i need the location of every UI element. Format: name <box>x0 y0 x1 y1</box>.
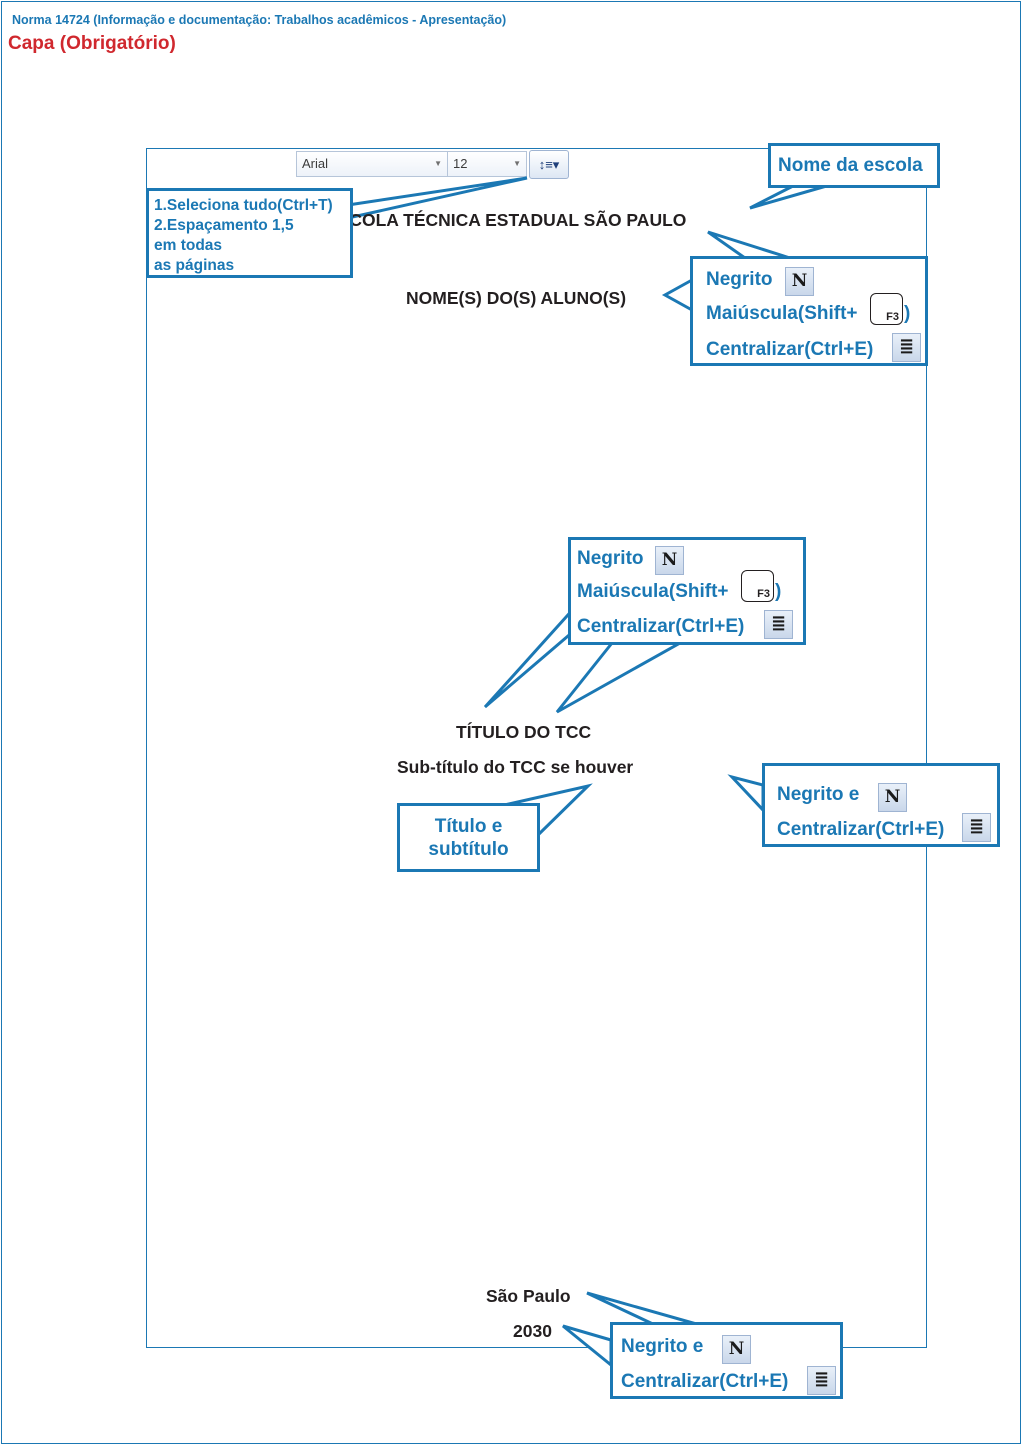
callout-titulo-maiuscula: Maiúscula(Shift+ <box>577 581 729 602</box>
font-select-value: Arial <box>302 156 329 171</box>
callout-alunos-maiuscula: Maiúscula(Shift+ <box>706 303 858 324</box>
callout-nome-escola-label: Nome da escola <box>778 155 923 176</box>
callout-subtitulo: Negrito e N Centralizar(Ctrl+E) ≣ <box>762 763 1000 847</box>
ano-text: 2030 <box>513 1321 552 1341</box>
titulo-text: TÍTULO DO TCC <box>456 722 592 742</box>
callout-selecao-line-3: em todas <box>154 237 223 254</box>
alunos-text: NOME(S) DO(S) ALUNO(S) <box>406 288 627 308</box>
font-size-value: 12 <box>453 156 468 171</box>
f3-key-label: F3 <box>886 311 899 323</box>
callout-alunos-negrito: Negrito <box>706 269 773 290</box>
pointer-subtitulo <box>727 774 765 814</box>
callout-selecao-line-2: 2.Espaçamento 1,5 <box>154 217 294 234</box>
callout-titulo-subtitulo: Título e subtítulo <box>397 803 540 872</box>
callout-alunos: Negrito N Maiúscula(Shift+ F3 ) Centrali… <box>690 256 928 366</box>
bold-icon: N <box>655 546 684 575</box>
callout-cidade-ano-negrito: Negrito e <box>621 1336 704 1357</box>
align-center-icon: ≣ <box>892 333 921 362</box>
document-page <box>146 148 927 1348</box>
callout-subtitulo-negrito: Negrito e <box>777 784 860 805</box>
pointer-alunos-escola <box>707 230 791 260</box>
norma-header: Norma 14724 (Informação e documentação: … <box>12 13 507 27</box>
align-center-icon: ≣ <box>807 1366 836 1395</box>
font-select[interactable]: Arial ▼ <box>296 151 448 177</box>
section-title: Capa (Obrigatório) <box>8 33 176 54</box>
align-center-icon: ≣ <box>962 813 991 842</box>
bold-icon: N <box>722 1335 751 1364</box>
callout-selecao-line-1: 1.Seleciona tudo(Ctrl+T) <box>154 197 333 214</box>
pointer-cidade <box>586 1291 701 1327</box>
f3-key-icon: F3 <box>741 570 774 602</box>
callout-titulo-subtitulo-line-2: subtítulo <box>428 839 509 860</box>
cidade-text: São Paulo <box>486 1286 571 1306</box>
callout-titulo: Negrito N Maiúscula(Shift+ F3 ) Centrali… <box>568 537 806 645</box>
chevron-down-icon: ▼ <box>513 159 521 168</box>
callout-selecao-line-4: as páginas <box>154 257 235 274</box>
font-size-select[interactable]: 12 ▼ <box>447 151 527 177</box>
pointer-ano <box>562 1324 613 1369</box>
callout-titulo-subtitulo-line-1: Título e <box>434 816 503 837</box>
callout-selecao: 1.Seleciona tudo(Ctrl+T) 2.Espaçamento 1… <box>146 188 353 278</box>
callout-titulo-close: ) <box>775 581 782 602</box>
callout-cidade-ano-centralizar: Centralizar(Ctrl+E) <box>621 1371 789 1392</box>
line-spacing-icon: ↕≡▾ <box>538 157 560 172</box>
pointer-nome-escola <box>749 183 831 210</box>
bold-icon: N <box>785 267 814 296</box>
pointer-titulo-2 <box>555 641 686 714</box>
callout-subtitulo-centralizar: Centralizar(Ctrl+E) <box>777 819 945 840</box>
f3-key-label: F3 <box>757 588 770 600</box>
subtitulo-text: Sub-título do TCC se houver <box>397 757 634 777</box>
align-center-icon: ≣ <box>764 610 793 639</box>
callout-cidade-ano: Negrito e N Centralizar(Ctrl+E) ≣ <box>610 1322 843 1399</box>
bold-icon: N <box>878 783 907 812</box>
callout-titulo-negrito: Negrito <box>577 548 644 569</box>
callout-titulo-centralizar: Centralizar(Ctrl+E) <box>577 616 745 637</box>
callout-alunos-close: ) <box>904 303 911 324</box>
f3-key-icon: F3 <box>870 293 903 325</box>
chevron-down-icon: ▼ <box>434 159 442 168</box>
pointer-alunos-nomes <box>661 277 694 313</box>
line-spacing-button[interactable]: ↕≡▾ <box>529 150 569 179</box>
escola-text: ESCOLA TÉCNICA ESTADUAL SÃO PAULO <box>326 210 687 230</box>
callout-alunos-centralizar: Centralizar(Ctrl+E) <box>706 339 874 360</box>
callout-nome-escola: Nome da escola <box>768 143 940 188</box>
